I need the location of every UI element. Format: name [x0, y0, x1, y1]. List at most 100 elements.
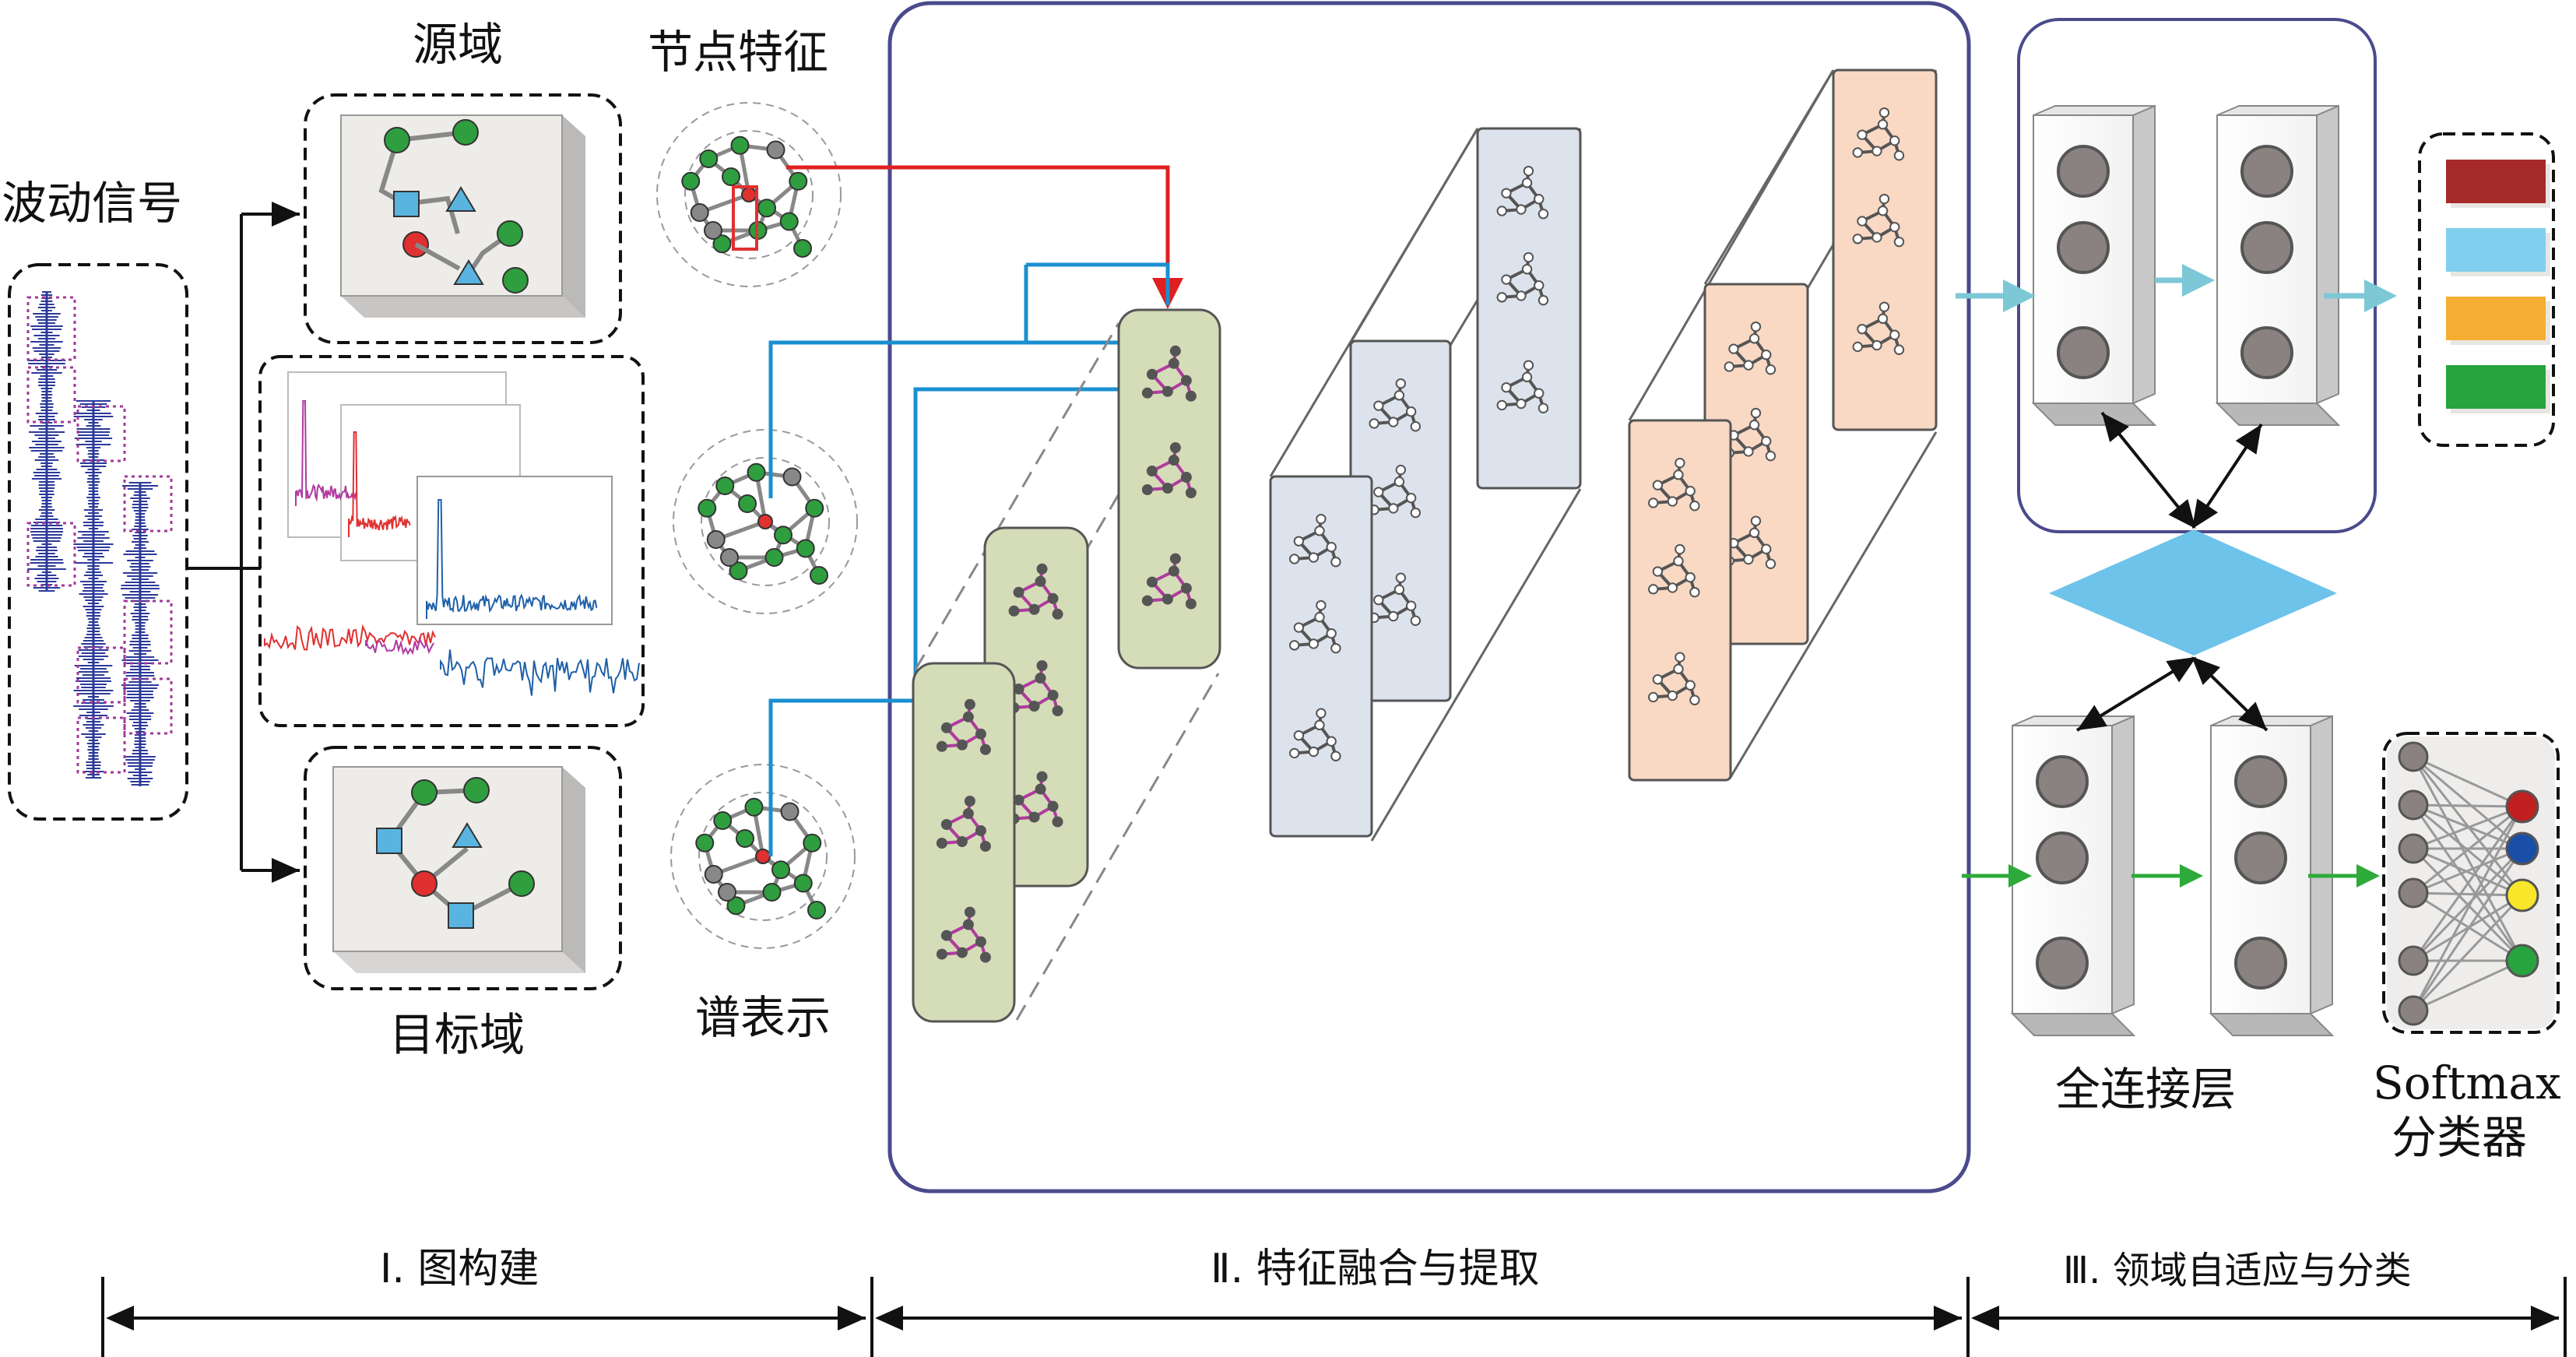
- graph-node: [805, 498, 824, 518]
- graph-node: [793, 239, 812, 258]
- graph-node: [747, 462, 766, 482]
- graph-node: [695, 833, 715, 853]
- spectrum-trace: [426, 499, 598, 619]
- graph-conv-block: [1117, 308, 1221, 670]
- fc-neuron: [2036, 937, 2089, 990]
- graph-node: [771, 860, 790, 880]
- top-branch-arrows: [1956, 264, 2397, 312]
- spectral-representation-label: 谱表示: [695, 991, 831, 1044]
- graph-node: [712, 234, 732, 254]
- graph-conv-block: [1628, 419, 1732, 782]
- graph-node: [698, 498, 717, 518]
- graph-node: [726, 896, 746, 916]
- fc-neuron: [2057, 221, 2110, 274]
- graph-node: [704, 865, 723, 884]
- graph-node: [774, 526, 792, 545]
- output-neuron: [2505, 878, 2539, 912]
- graph-node: [681, 171, 701, 191]
- graph-node: [699, 149, 719, 168]
- graph-node: [730, 135, 750, 155]
- time-signal-magenta: [365, 636, 434, 656]
- fully-connected-layer-label: 全连接层: [2055, 1063, 2237, 1116]
- softmax-label: Softmax: [2373, 1056, 2561, 1109]
- input-neuron: [2398, 995, 2429, 1026]
- graph-circle: [673, 429, 858, 614]
- graph-node: [789, 171, 808, 191]
- fc-neuron: [2036, 755, 2089, 808]
- output-class-bar: [2446, 160, 2546, 203]
- target-domain-graph: [304, 746, 622, 990]
- fc-neuron: [2057, 145, 2110, 198]
- source-domain-graph: [304, 93, 622, 344]
- discriminator-arrows: [2075, 411, 2268, 732]
- graph-conv-block: [1269, 475, 1373, 838]
- signal-window: [76, 646, 126, 704]
- graph-node: [706, 530, 726, 549]
- signal-window: [123, 677, 173, 735]
- graph-node: [713, 811, 733, 830]
- output-class-bar: [2446, 228, 2546, 272]
- graph-node: [807, 901, 826, 919]
- graph-node: [762, 883, 782, 902]
- graph-conv-block: [912, 662, 1016, 1023]
- graph-node: [757, 514, 773, 529]
- wave-signal-label: 波动信号: [2, 177, 183, 230]
- graph-node: [810, 566, 828, 585]
- graph-node: [744, 797, 764, 817]
- graph-node: [779, 212, 799, 231]
- spectrum-plots-panel: [258, 355, 645, 727]
- fc-neuron: [2234, 831, 2287, 884]
- graph-node: [755, 849, 771, 864]
- wave-trace: [27, 291, 66, 592]
- signal-window: [123, 599, 173, 665]
- fc-layer-block: [2031, 104, 2157, 426]
- graph-node: [764, 548, 784, 567]
- fc-neuron: [2057, 326, 2110, 379]
- graph-circle: [656, 102, 842, 287]
- graph-node: [690, 203, 709, 222]
- output-neuron: [2505, 944, 2539, 978]
- input-neuron: [2398, 877, 2429, 909]
- branch-connectors: [187, 202, 300, 883]
- fc-neuron: [2240, 326, 2293, 379]
- output-class-panel: [2418, 132, 2555, 447]
- graph-circle: [670, 764, 856, 949]
- output-neuron: [2505, 831, 2539, 866]
- signal-window: [76, 716, 126, 774]
- graph-node: [757, 199, 776, 218]
- graph-node: [729, 561, 748, 581]
- domain-discriminator-diamond: [2049, 529, 2337, 656]
- input-neuron: [2398, 789, 2429, 821]
- graph-node: [741, 187, 757, 202]
- time-signal-red: [264, 624, 436, 651]
- spectrum-trace: [295, 400, 358, 506]
- fc-neuron: [2240, 145, 2293, 198]
- input-neuron: [2398, 833, 2429, 864]
- graph-conv-block: [1832, 69, 1938, 431]
- signal-window: [26, 522, 76, 587]
- fc-neuron: [2234, 755, 2287, 808]
- node-feature-graphs: [656, 102, 858, 949]
- signal-window: [26, 366, 76, 424]
- wave-trace: [121, 482, 160, 786]
- graph-node: [738, 494, 757, 513]
- graph-node: [766, 140, 785, 160]
- softmax-classifier: [2382, 732, 2560, 1034]
- output-neuron: [2505, 789, 2539, 824]
- classifier-label: 分类器: [2391, 1111, 2528, 1164]
- fc-layer-block: [2209, 715, 2335, 1036]
- output-class-bar: [2446, 365, 2546, 409]
- graph-node: [793, 874, 813, 893]
- source-domain-label: 源域: [413, 18, 504, 71]
- graph-node: [782, 467, 802, 487]
- graph-node: [718, 883, 736, 902]
- signal-window: [26, 296, 76, 361]
- signal-window: [76, 405, 126, 462]
- output-class-bar: [2446, 297, 2546, 340]
- fc-neuron: [2234, 937, 2287, 990]
- node-feature-label: 节点特征: [648, 26, 829, 79]
- graph-node: [722, 167, 740, 186]
- section-axis: [101, 1277, 2567, 1357]
- graph-node: [803, 833, 822, 853]
